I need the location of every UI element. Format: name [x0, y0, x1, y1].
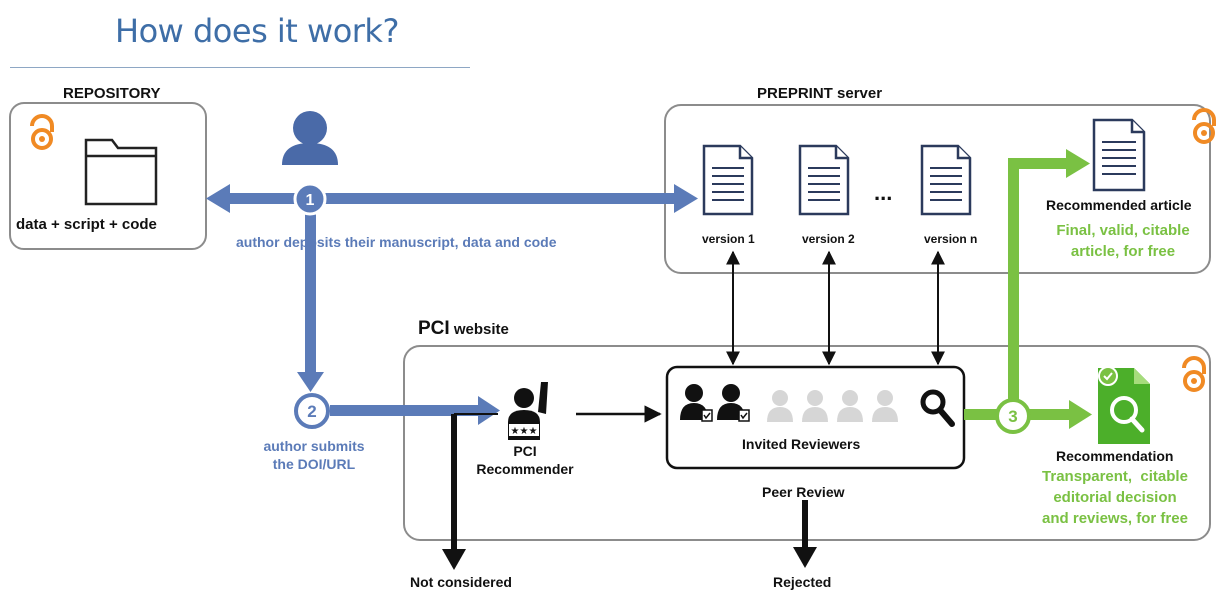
title-divider — [10, 67, 470, 68]
recommendation-arrow-head — [1069, 400, 1092, 429]
pci-recommender-icon: ★★★ — [508, 382, 548, 440]
step-1-marker: 1 — [293, 182, 327, 216]
version-1-label: version 1 — [702, 232, 755, 246]
reviewer-icon — [680, 384, 713, 422]
rejected-arrow-head — [793, 547, 817, 568]
preprint-title-rest: server — [832, 85, 883, 102]
open-access-icon — [1182, 356, 1206, 392]
recommendation-title: Recommendation — [1056, 448, 1174, 464]
document-icon — [798, 144, 850, 216]
not-considered-label: Not considered — [410, 574, 512, 590]
not-considered-arrow-head — [442, 549, 466, 570]
invited-reviewers-label: Invited Reviewers — [742, 436, 861, 452]
recommended-article-desc-1: Final, valid, citable — [1056, 222, 1190, 239]
step-2-text-2: the DOI/URL — [272, 456, 356, 472]
repository-title: REPOSITORY — [63, 85, 161, 102]
version-ellipsis: ... — [874, 180, 893, 205]
preprint-title: PREPRINT server — [757, 85, 882, 102]
recommendation-arrow — [1019, 409, 1071, 420]
pci-title-bold: PCI — [418, 318, 450, 339]
pci-recommender-label-1: PCI — [513, 443, 537, 459]
article-arrow-head — [1066, 149, 1090, 178]
article-arrow — [1008, 158, 1068, 169]
version-n-label: version n — [924, 232, 978, 246]
step-1-number: 1 — [306, 192, 315, 209]
version-2-label: version 2 — [802, 232, 855, 246]
reviewer-icon — [837, 390, 863, 422]
reviewer-icon — [717, 384, 750, 422]
svg-text:★★★: ★★★ — [511, 426, 538, 437]
step-2-number: 2 — [307, 402, 316, 421]
pci-recommender-label-2: Recommender — [476, 461, 574, 477]
recommendation-desc-3: and reviews, for free — [1042, 510, 1188, 527]
reviewer-icon — [872, 390, 898, 422]
folder-icon — [84, 138, 158, 206]
step-1-text: author deposits their manuscript, data a… — [236, 234, 557, 250]
step-2-marker: 2 — [294, 393, 330, 429]
magnifier-icon — [920, 389, 955, 427]
deposit-arrow — [206, 184, 698, 213]
publish-connector — [964, 409, 1008, 420]
rejected-label: Rejected — [773, 574, 832, 590]
submit-connector — [305, 205, 316, 377]
document-icon — [1092, 118, 1146, 192]
recommended-article-desc-2: article, for free — [1070, 243, 1176, 260]
publish-vertical — [1008, 158, 1019, 420]
step-2-text-1: author submits — [263, 438, 365, 454]
pci-website-title: PCI website — [418, 318, 509, 340]
document-icon — [920, 144, 972, 216]
recommendation-icon — [1098, 366, 1150, 444]
reviewer-icon — [802, 390, 828, 422]
preprint-title-bold: PREPRINT — [757, 85, 833, 102]
step-3-marker: 3 — [995, 398, 1031, 434]
author-icon — [282, 111, 338, 165]
open-access-icon — [30, 114, 54, 150]
submit-arrow-head — [478, 396, 500, 425]
reviewer-icon — [767, 390, 793, 422]
recommendation-desc-1: Transparent, citable — [1042, 468, 1188, 485]
repository-content: data + script + code — [16, 216, 157, 233]
open-access-icon — [1192, 108, 1216, 144]
recommendation-desc-2: editorial decision — [1053, 489, 1177, 506]
step-3-number: 3 — [1008, 407, 1017, 426]
submit-connector-head — [297, 372, 324, 392]
page-title: How does it work? — [115, 12, 399, 50]
recommended-article-title: Recommended article — [1046, 197, 1192, 213]
submit-arrow — [330, 405, 480, 416]
document-icon — [702, 144, 754, 216]
peer-review-label: Peer Review — [762, 484, 845, 500]
pci-title-rest: website — [449, 321, 509, 338]
